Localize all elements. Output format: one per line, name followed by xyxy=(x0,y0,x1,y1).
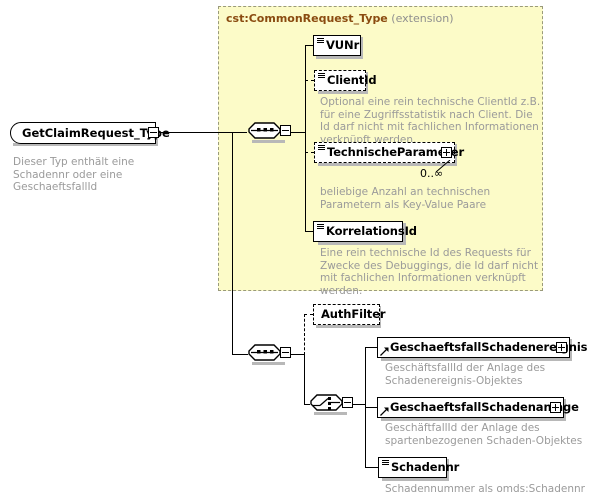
element-icon xyxy=(318,145,325,151)
connector-to-clientid xyxy=(305,80,314,81)
root-collapse-toggle[interactable] xyxy=(148,127,159,138)
connector-root-vertical xyxy=(232,132,233,354)
vunr-shadow-right xyxy=(360,37,363,59)
gse-shadow xyxy=(381,358,572,361)
element-technischeparameter[interactable]: TechnischeParameter xyxy=(314,142,464,163)
connector-sequence-bottom-bus-down xyxy=(304,354,305,404)
sequence-compositor-bottom[interactable] xyxy=(247,341,293,367)
korrelationsid-shadow-right xyxy=(403,223,406,245)
connector-to-schadennr xyxy=(365,467,379,468)
vunr-shadow xyxy=(316,56,363,59)
element-icon xyxy=(318,73,325,79)
schadennr-shadow xyxy=(382,478,449,481)
element-clientid[interactable]: ClientId xyxy=(314,70,377,91)
element-geschaeftsfallschadenanlage[interactable]: GeschaeftsfallSchadenanlage xyxy=(377,397,579,418)
element-vunr[interactable]: VUNr xyxy=(313,35,361,56)
sequence-compositor-top[interactable] xyxy=(247,119,293,145)
element-icon xyxy=(317,38,324,44)
korrelationsid-shadow xyxy=(318,242,406,245)
connector-to-choice xyxy=(304,404,310,405)
connector-to-vunr xyxy=(305,45,313,46)
connector-choice-out xyxy=(353,404,366,405)
element-geschaeftsfallschadenereignis[interactable]: GeschaeftsfallSchadenereignis xyxy=(377,337,588,358)
element-clientid-annotation: Optional eine rein technische ClientId z… xyxy=(320,96,541,146)
element-schadennr-label: Schadennr xyxy=(391,460,460,474)
element-geschaeftsfallschadenanlage-annotation: GeschäftfallId der Anlage des spartenbez… xyxy=(385,422,583,447)
gsa-shadow-right xyxy=(563,399,566,421)
element-technischeparameter-label: TechnischeParameter xyxy=(327,145,465,159)
element-authfilter-label: AuthFilter xyxy=(321,307,386,321)
cardinality-leader xyxy=(435,160,451,173)
connector-to-authfilter xyxy=(304,314,313,315)
clientid-shadow xyxy=(318,91,368,94)
choice-compositor[interactable] xyxy=(309,391,355,417)
choice-icon xyxy=(310,394,343,411)
technischeparameter-shadow-right xyxy=(454,144,457,166)
sequence-top-collapse-toggle[interactable] xyxy=(280,125,291,136)
element-technischeparameter-expand-toggle[interactable] xyxy=(441,147,452,158)
technischeparameter-shadow xyxy=(318,163,457,166)
element-icon xyxy=(382,460,389,466)
gse-shadow-right xyxy=(569,339,572,361)
element-geschaeftsfallschadenereignis-label: GeschaeftsfallSchadenereignis xyxy=(390,340,588,354)
element-technischeparameter-annotation: beliebige Anzahl an technischen Paramete… xyxy=(320,186,491,211)
connector-sequence-bottom-out xyxy=(291,354,305,355)
schadennr-shadow-right xyxy=(446,459,449,481)
element-geschaeftsfallschadenanlage-expand-toggle[interactable] xyxy=(550,402,561,413)
extension-group-title: cst:CommonRequest_Type (extension) xyxy=(226,12,454,25)
connector-to-geschaeftsfallschadenanlage xyxy=(365,407,378,408)
gsa-shadow xyxy=(381,418,566,421)
element-korrelationsid-label: KorrelationsId xyxy=(326,224,417,238)
element-schadennr[interactable]: Schadennr xyxy=(378,457,459,478)
connector-to-technischeparameter xyxy=(305,152,314,153)
sequence-icon xyxy=(248,122,281,139)
root-type-label: GetClaimRequest_Type xyxy=(22,126,170,140)
connector-root-to-sequence-bottom xyxy=(232,354,248,355)
sequence-bottom-collapse-toggle[interactable] xyxy=(280,347,291,358)
connector-to-geschaeftsfallschadenereignis xyxy=(365,347,378,348)
extension-group-kind: (extension) xyxy=(391,12,454,25)
element-icon xyxy=(317,224,324,230)
extension-group-type-name: cst:CommonRequest_Type xyxy=(226,12,388,25)
connector-sequence-top-bus xyxy=(305,45,306,231)
choice-collapse-toggle[interactable] xyxy=(342,397,353,408)
connector-to-korrelationsid xyxy=(305,231,314,232)
element-vunr-label: VUNr xyxy=(326,38,360,52)
reference-arrow-icon xyxy=(380,347,389,356)
connector-sequence-bottom-bus-up xyxy=(304,314,305,355)
reference-arrow-icon xyxy=(380,407,389,416)
element-authfilter[interactable]: AuthFilter xyxy=(313,304,386,325)
element-clientid-label: ClientId xyxy=(327,73,377,87)
element-schadennr-annotation: Schadennummer als omds:Schadennr xyxy=(385,483,585,495)
connector-root-to-sequence xyxy=(159,132,247,133)
root-annotation: Dieser Typ enthält eine Schadennr oder e… xyxy=(13,156,135,193)
element-geschaeftsfallschadenereignis-annotation: GeschäftsfallId der Anlage des Schadener… xyxy=(385,362,546,387)
authfilter-shadow xyxy=(316,325,381,328)
root-box-shadow xyxy=(13,143,158,146)
element-geschaeftsfallschadenereignis-expand-toggle[interactable] xyxy=(556,342,567,353)
element-korrelationsid-annotation: Eine rein technische Id des Requests für… xyxy=(320,247,539,297)
connector-sequence-top-out xyxy=(291,132,306,133)
element-korrelationsid[interactable]: KorrelationsId xyxy=(313,221,417,242)
element-technischeparameter-cardinality: 0..∞ xyxy=(420,167,444,180)
element-geschaeftsfallschadenanlage-label: GeschaeftsfallSchadenanlage xyxy=(390,400,579,414)
sequence-icon xyxy=(248,344,281,361)
root-type-box[interactable]: GetClaimRequest_Type xyxy=(10,122,170,144)
clientid-shadow-right xyxy=(365,72,368,94)
